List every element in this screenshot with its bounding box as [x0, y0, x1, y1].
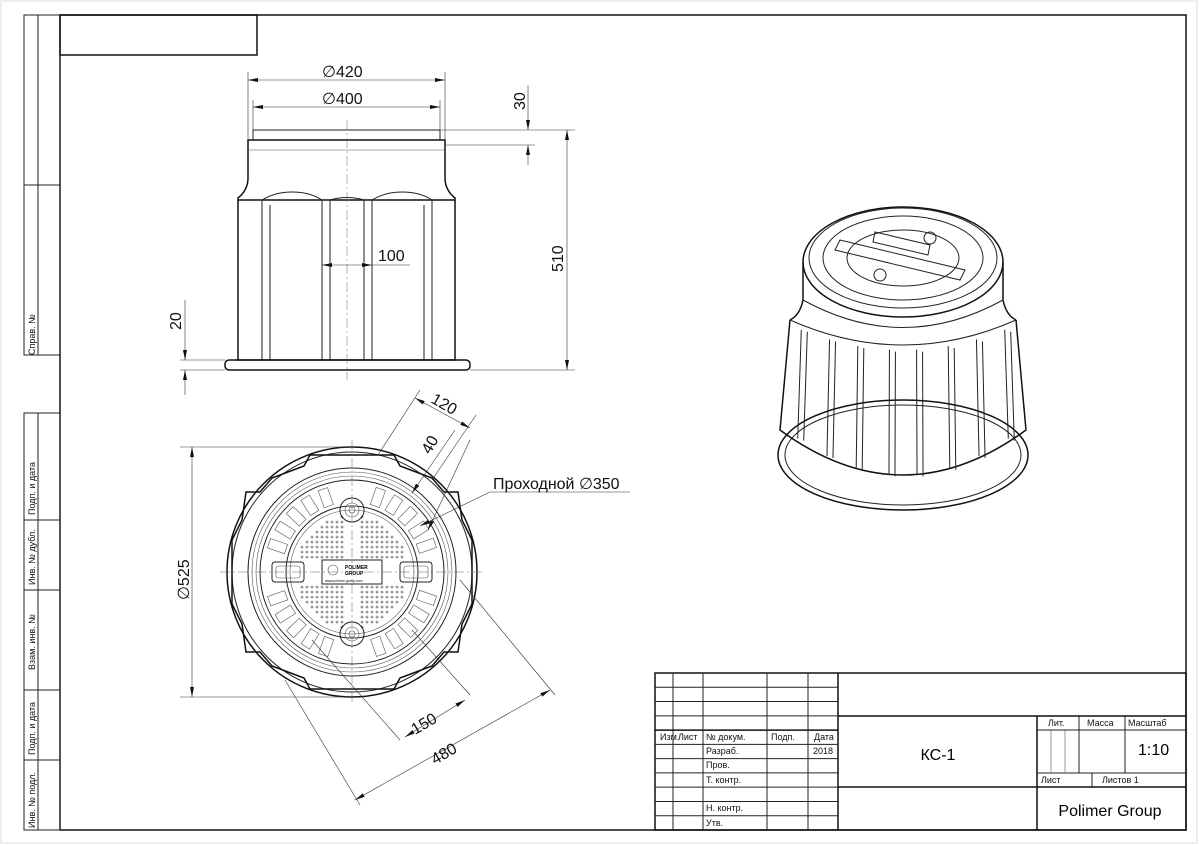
dim-diameter-420: ∅420 [322, 64, 363, 81]
stamp-sprav-no: Справ. № [27, 314, 37, 355]
tb-sheet: Лист [1041, 775, 1061, 785]
tb-sheets: Листов 1 [1102, 775, 1139, 785]
cover-slot [300, 494, 320, 517]
tb-lit: Лит. [1048, 718, 1065, 728]
cover-slot [274, 604, 297, 624]
cover-slot [384, 494, 404, 516]
tb-row-nkontr: Н. контр. [706, 803, 743, 813]
top-left-box [59, 14, 258, 56]
front-view-dimensions: ∅420 ∅400 30 510 100 20 [168, 64, 575, 395]
dim-width-40: 40 [419, 433, 443, 457]
cover-slot [274, 520, 296, 540]
dim-height-30: 30 [512, 92, 529, 110]
stamp-inv-podl: Инв. № подл. [27, 772, 37, 828]
cover-slot [415, 537, 437, 554]
cover-slot [397, 617, 419, 638]
cover-slot [267, 590, 289, 607]
tb-scale-label: Масштаб [1128, 718, 1167, 728]
tb-row-utv: Утв. [706, 818, 723, 828]
tb-header-doc: № докум. [706, 732, 746, 742]
tb-header-izm: Изм. [660, 732, 679, 742]
isometric-view [777, 206, 1029, 511]
cover-slot [300, 628, 320, 650]
cover-slot [397, 505, 418, 527]
dim-width-100: 100 [378, 248, 405, 265]
tb-scale: 1:10 [1138, 742, 1169, 759]
dim-diameter-400: ∅400 [322, 91, 363, 108]
cover-slot [285, 506, 307, 527]
polimer-logo-icon [327, 564, 339, 576]
tb-row-tkontr: Т. контр. [706, 775, 741, 785]
tb-company: Polimer Group [1058, 803, 1161, 820]
cover-slot [384, 627, 404, 650]
cover-logo-line2: GROUP [345, 571, 364, 577]
cover-slot [416, 589, 437, 606]
tb-year: 2018 [813, 746, 833, 756]
stamp-podp-data-2: Подп. и дата [27, 702, 37, 755]
dim-width-120: 120 [428, 391, 460, 419]
cover-logo-url: www.polimer-group.com [325, 579, 363, 583]
title-block: Изм. Лист № докум. Подп. Дата Разраб. 20… [654, 672, 1187, 831]
tb-header-list: Лист [678, 732, 698, 742]
cover-slot [407, 520, 430, 540]
stamp-vzam-inv: Взам. инв. № [27, 614, 37, 670]
isometric-ribs [797, 329, 1015, 477]
cover-grip-pattern [300, 515, 404, 629]
cover-slot [267, 538, 288, 555]
tb-header-date: Дата [814, 732, 834, 742]
tb-designation: КС-1 [921, 747, 956, 764]
tb-header-sign: Подп. [771, 732, 795, 742]
cover-slot [369, 487, 386, 508]
cover-slot [408, 604, 430, 624]
cover-slot [317, 487, 334, 509]
front-view [224, 120, 471, 380]
cover-slot [318, 636, 335, 657]
cover-slot [286, 617, 307, 639]
dim-width-150: 150 [409, 710, 441, 738]
cover-logo-line1: POLIMER [345, 565, 368, 571]
cover-radial-slots [267, 487, 437, 657]
stamp-inv-dubl: Инв. № дубл. [27, 529, 37, 585]
tb-row-prov: Пров. [706, 760, 730, 770]
dim-passage-350: Проходной ∅350 [493, 476, 620, 493]
left-margin-stamps: Справ. № Подп. и дата Инв. № дубл. Взам.… [23, 14, 61, 831]
cover-slot [370, 635, 387, 657]
dim-diameter-525: ∅525 [176, 559, 193, 600]
drawing-frame [59, 14, 1187, 831]
stamp-podp-data-1: Подп. и дата [27, 462, 37, 515]
tb-row-razrab: Разраб. [706, 746, 738, 756]
dim-width-480: 480 [429, 740, 461, 768]
top-view: POLIMER GROUP www.polimer-group.com [220, 440, 485, 705]
tb-mass: Масса [1087, 718, 1114, 728]
dim-height-20: 20 [168, 312, 185, 330]
dim-height-510: 510 [550, 245, 567, 272]
